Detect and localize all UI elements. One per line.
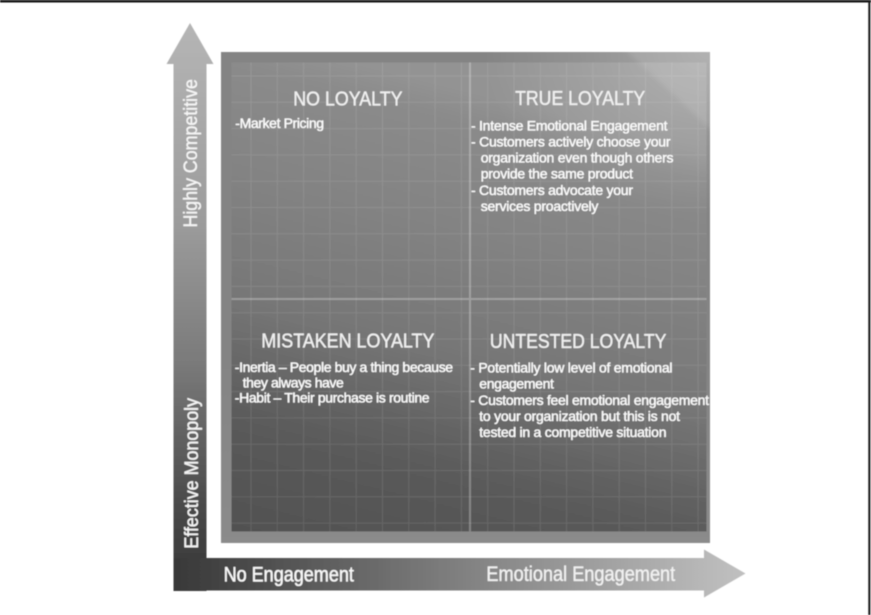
svg-text:No Engagement: No Engagement — [224, 563, 354, 586]
svg-text:engagement: engagement — [479, 376, 554, 392]
svg-text:-Market Pricing: -Market Pricing — [235, 115, 324, 131]
svg-text:TRUE LOYALTY: TRUE LOYALTY — [515, 88, 646, 110]
svg-text:Highly Competitive: Highly Competitive — [180, 79, 202, 227]
svg-text:- Customers feel emotional eng: - Customers feel emotional engagement — [470, 392, 709, 408]
svg-text:- Potentially low level of emo: - Potentially low level of emotional — [470, 360, 672, 376]
svg-text:organization even though other: organization even though others — [481, 150, 674, 166]
svg-text:Emotional Engagement: Emotional Engagement — [486, 563, 675, 586]
svg-text:to your organization but this: to your organization but this is not — [479, 408, 680, 424]
svg-text:-Inertia – People buy a thing: -Inertia – People buy a thing because — [235, 359, 454, 375]
svg-text:-Habit – Their purchase is rou: -Habit – Their purchase is routine — [235, 390, 430, 406]
svg-text:services proactively: services proactively — [481, 198, 599, 214]
svg-text:- Customers advocate your: - Customers advocate your — [471, 182, 633, 198]
svg-text:Effective Monopoly: Effective Monopoly — [181, 398, 203, 549]
svg-text:they always have: they always have — [243, 374, 344, 390]
svg-text:MISTAKEN LOYALTY: MISTAKEN LOYALTY — [261, 330, 434, 352]
svg-text:tested in a competitive situat: tested in a competitive situation — [479, 424, 666, 440]
svg-text:NO LOYALTY: NO LOYALTY — [293, 88, 403, 110]
svg-text:UNTESTED LOYALTY: UNTESTED LOYALTY — [490, 331, 667, 353]
svg-text:provide the same product: provide the same product — [481, 166, 633, 182]
svg-text:- Intense Emotional Engagement: - Intense Emotional Engagement — [471, 117, 668, 133]
svg-text:- Customers actively choose yo: - Customers actively choose your — [471, 134, 671, 150]
